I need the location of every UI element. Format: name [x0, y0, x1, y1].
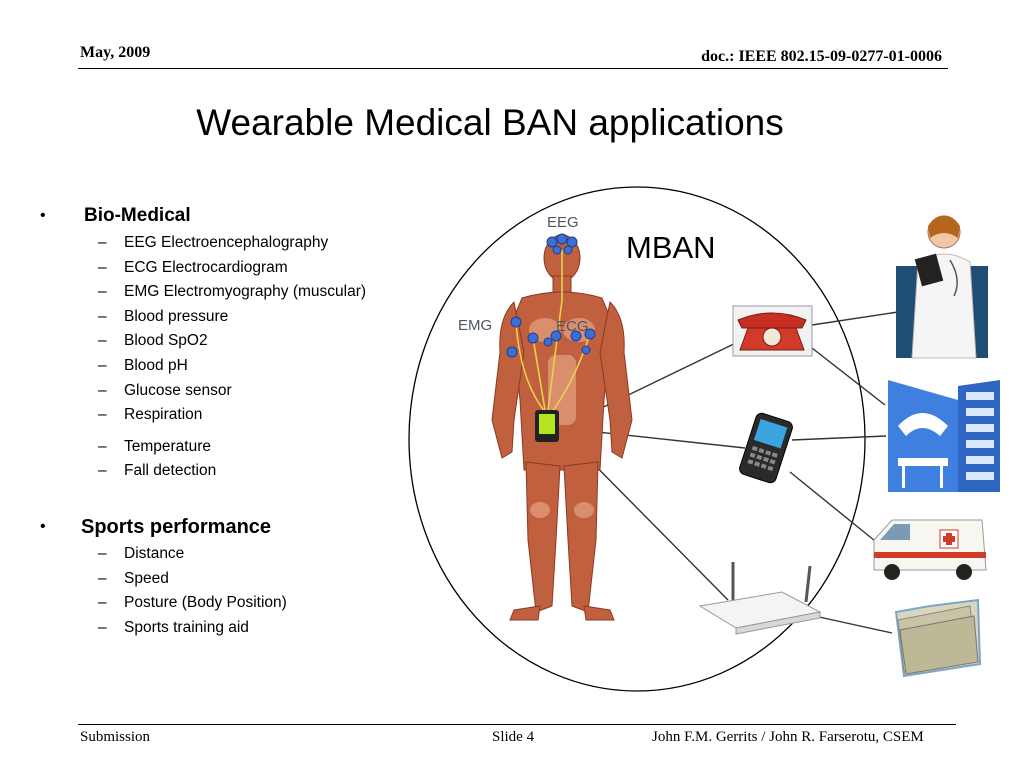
- dash: –: [98, 437, 107, 455]
- ambulance-icon: [873, 519, 987, 580]
- link-smartphone-ambulance: [789, 471, 881, 546]
- wearable-hub-icon: [535, 410, 559, 442]
- sub-item-text: Posture (Body Position): [124, 594, 287, 612]
- eeg-sensor-icon: [552, 245, 562, 255]
- bullet-label: Sports performance: [81, 515, 272, 538]
- dash: –: [98, 462, 107, 480]
- sub-item: –Blood SpO2: [40, 331, 420, 356]
- footer-slide-number: Slide 4: [492, 729, 535, 745]
- header-doc-id: doc.: IEEE 802.15-09-0277-01-0006: [701, 48, 942, 65]
- dash: –: [98, 569, 107, 587]
- sub-item: –Fall detection: [40, 461, 420, 486]
- dash: –: [98, 356, 107, 374]
- bullet-bio-medical: • Bio-Medical: [40, 203, 420, 233]
- sub-item: –Distance: [40, 544, 420, 569]
- sub-item-text: Speed: [124, 569, 169, 587]
- sub-item: –EMG Electromyography (muscular): [40, 282, 420, 307]
- ecg-sensor-icon: [550, 330, 562, 342]
- emg-sensor-icon: [506, 346, 518, 358]
- dash: –: [98, 594, 107, 612]
- mban-boundary: [408, 186, 866, 692]
- dash: –: [98, 283, 107, 301]
- dash: –: [98, 406, 107, 424]
- emg-label: EMG: [458, 317, 493, 334]
- sub-item-text: Blood pH: [124, 356, 188, 374]
- eeg-sensor-icon: [556, 233, 568, 245]
- sub-item: –Temperature: [40, 437, 420, 462]
- sub-item: –Speed: [40, 569, 420, 594]
- link-smartphone-hospital: [791, 435, 887, 441]
- eeg-sensor-icon: [563, 245, 573, 255]
- link-phone-hospital: [811, 347, 886, 406]
- sub-item: –Blood pressure: [40, 307, 420, 332]
- dash: –: [98, 258, 107, 276]
- ecg-sensor-icon: [581, 345, 591, 355]
- bullet-dot: •: [40, 207, 46, 224]
- footer-submission: Submission: [80, 729, 151, 745]
- sub-item-text: Respiration: [124, 406, 203, 424]
- sub-item: –EEG Electroencephalography: [40, 233, 420, 258]
- ecg-sensor-icon: [543, 337, 553, 347]
- sub-item-text: Distance: [124, 544, 185, 562]
- dash: –: [98, 307, 107, 325]
- dash: –: [98, 544, 107, 562]
- sub-item-text: ECG Electrocardiogram: [124, 258, 288, 276]
- sub-item-text: Blood SpO2: [124, 332, 208, 350]
- ecg-sensor-icon: [584, 328, 596, 340]
- sub-item: –ECG Electrocardiogram: [40, 258, 420, 283]
- smartphone-icon: [739, 412, 793, 484]
- footer-rule: [78, 724, 956, 725]
- bullet-list: • Bio-Medical –EEG Electroencephalograph…: [40, 203, 420, 642]
- slide-title: Wearable Medical BAN applications: [196, 102, 784, 143]
- wireless-router-icon: [698, 562, 822, 635]
- eeg-label: EEG: [547, 214, 579, 231]
- sub-item-text: Temperature: [124, 437, 212, 455]
- sensor-nodes: [506, 233, 596, 358]
- sub-item: –Blood pH: [40, 356, 420, 381]
- bullet-dot: •: [40, 517, 46, 535]
- folder-icon: [894, 598, 982, 678]
- doctor-icon: [896, 215, 988, 359]
- sub-item: –Sports training aid: [40, 618, 420, 643]
- emg-sensor-icon: [510, 316, 522, 328]
- sub-item-text: Glucose sensor: [124, 381, 232, 399]
- header-rule: [78, 68, 948, 69]
- telephone-icon: [732, 305, 813, 357]
- dash: –: [98, 381, 107, 399]
- sub-item: –Glucose sensor: [40, 381, 420, 406]
- eeg-sensor-icon: [546, 236, 558, 248]
- sub-item-text: Sports training aid: [124, 618, 249, 636]
- hospital-building-icon: [888, 380, 1000, 492]
- bullet-label: Bio-Medical: [84, 205, 191, 226]
- link-router-records: [809, 614, 893, 634]
- dash: –: [98, 332, 107, 350]
- ecg-label: ECG: [556, 318, 589, 335]
- sub-item-text: Blood pressure: [124, 307, 229, 325]
- ecg-sensor-icon: [570, 330, 582, 342]
- bullet-sports-performance: • Sports performance: [40, 514, 420, 544]
- dash: –: [98, 234, 107, 251]
- emg-sensor-icon: [527, 332, 539, 344]
- dash: –: [98, 618, 107, 636]
- link-phone-doctor: [811, 311, 899, 326]
- sub-item-text: EEG Electroencephalography: [124, 234, 329, 251]
- sub-item: –Respiration: [40, 405, 420, 430]
- sub-item: –Posture (Body Position): [40, 593, 420, 618]
- eeg-sensor-icon: [566, 236, 578, 248]
- mban-label: MBAN: [626, 230, 716, 265]
- sub-item-text: Fall detection: [124, 462, 217, 480]
- footer-authors: John F.M. Gerrits / John R. Farserotu, C…: [652, 729, 924, 745]
- header-date: May, 2009: [80, 44, 151, 61]
- sub-item-text: EMG Electromyography (muscular): [124, 283, 367, 301]
- sensor-wires: [515, 250, 591, 413]
